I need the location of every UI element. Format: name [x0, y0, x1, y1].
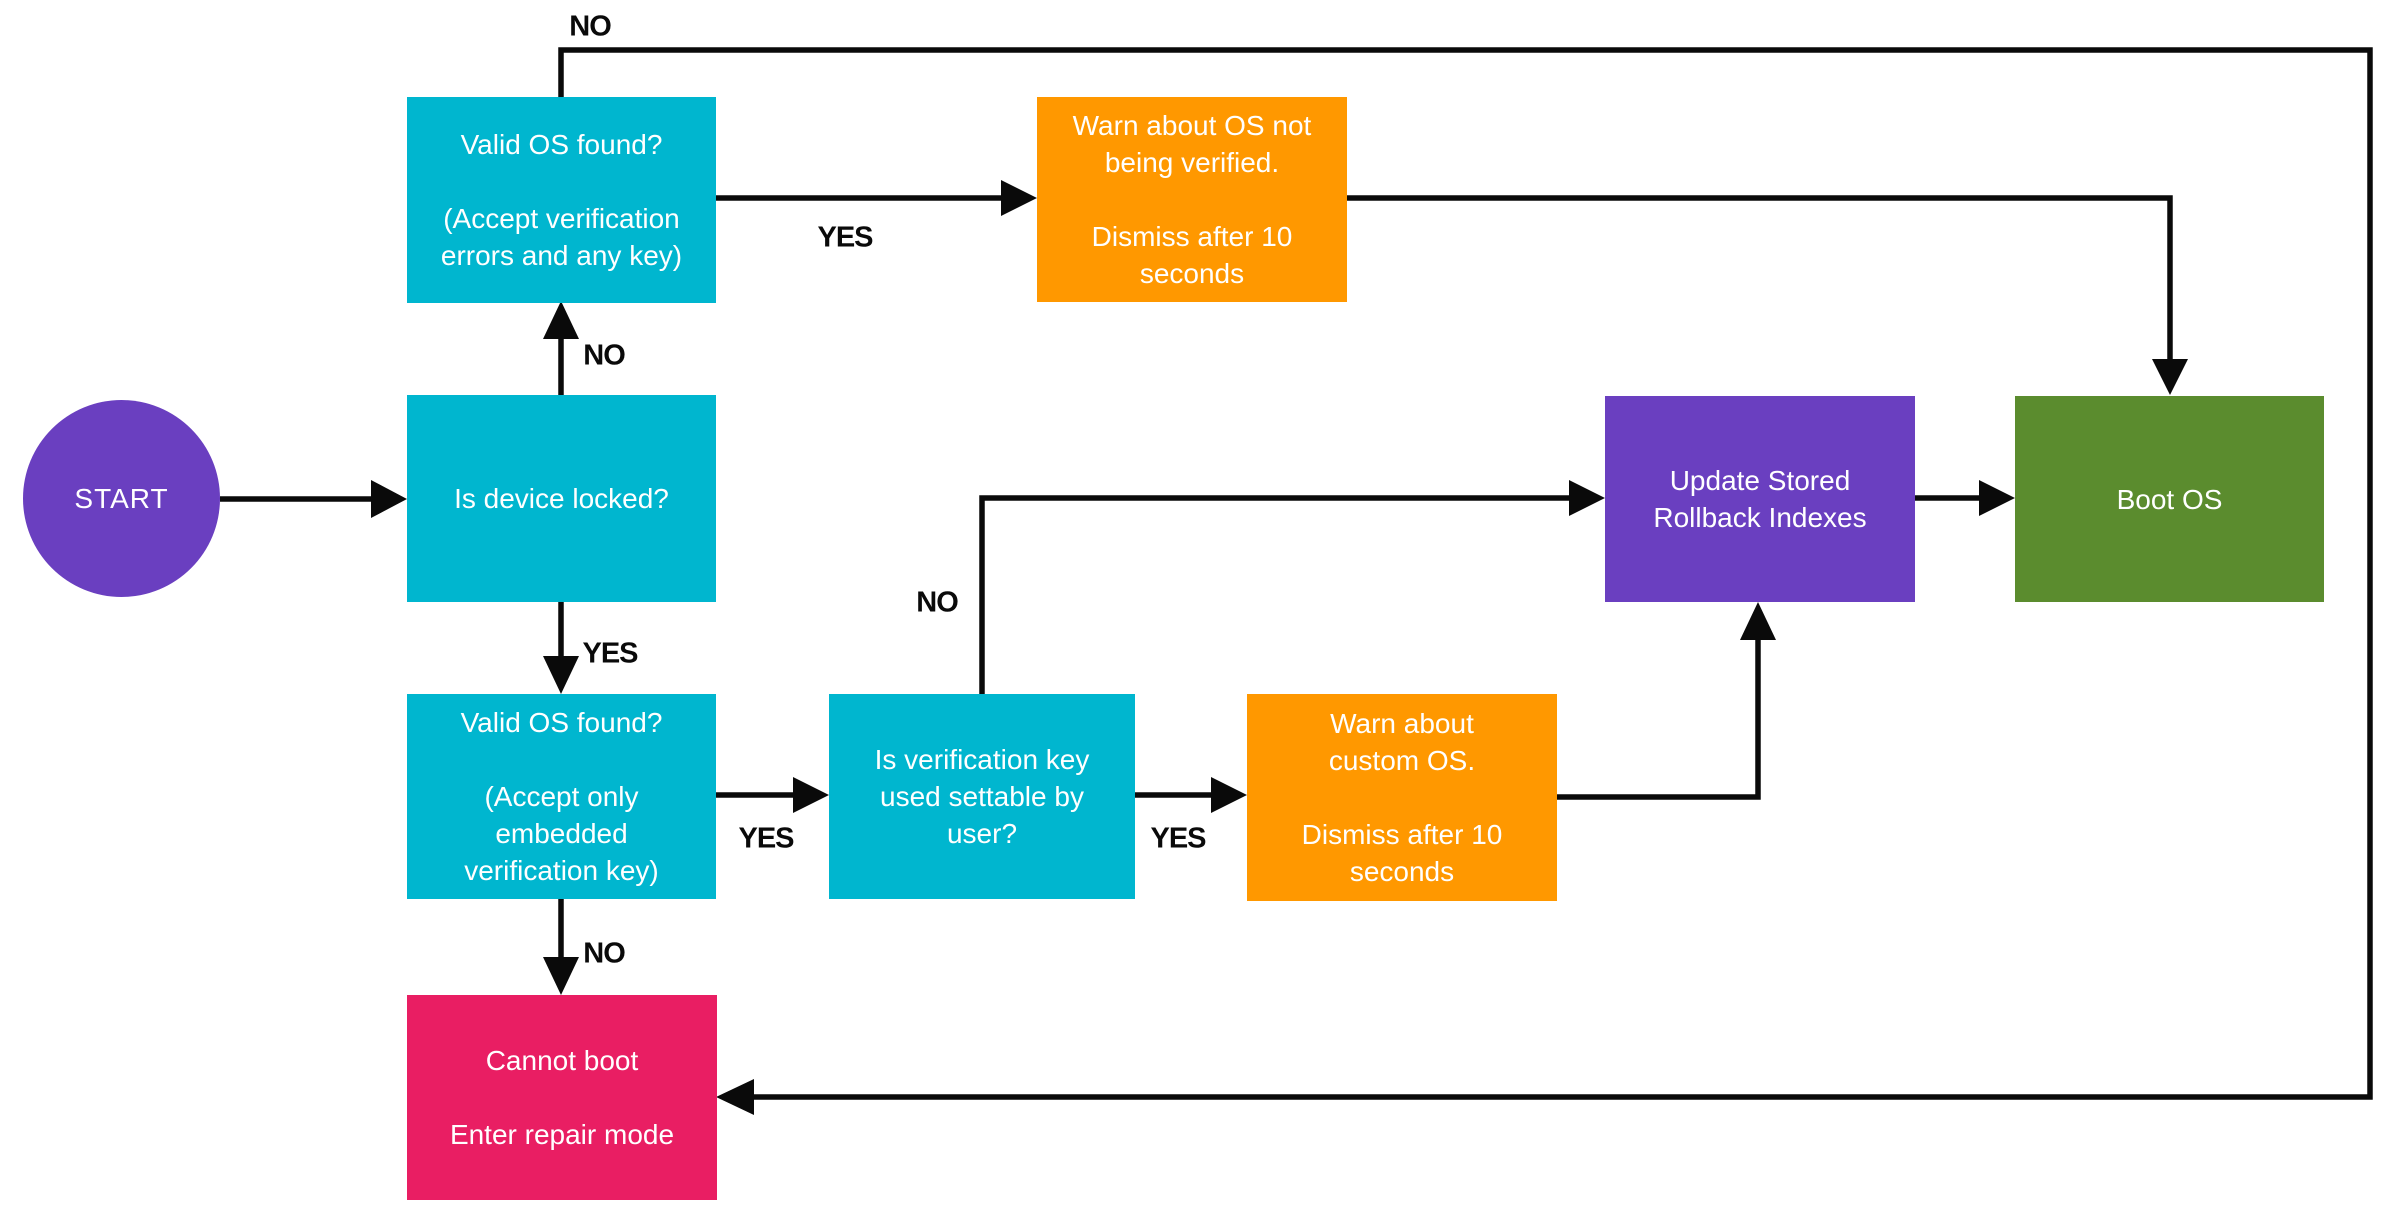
edge-label-no-verification-key: NO	[916, 586, 958, 619]
node-text-line: errors and any key)	[440, 240, 683, 271]
edge-label-yes-device-locked: YES	[582, 637, 638, 670]
edge-label-yes-valid-os-any: YES	[817, 221, 873, 254]
node-text-line: Boot OS	[2116, 483, 2223, 515]
node-text-line: Rollback Indexes	[1653, 502, 1867, 533]
arrow-valid-os-embedded-yes	[716, 777, 829, 813]
arrow-valid-os-any-yes	[716, 180, 1037, 216]
node-text-line: Dismiss after 10	[1301, 819, 1503, 850]
node-text-line: Enter repair mode	[449, 1119, 675, 1150]
node-text-line: verification key)	[464, 855, 659, 886]
arrow-rollback-to-boot	[1915, 480, 2015, 516]
node-verification-key-settable: Is verification key used settable by user?	[829, 694, 1135, 899]
edge-label-no-device-locked: NO	[583, 339, 625, 372]
node-warn-os-not-verified: Warn about OS not being verified. Dismiss …	[1037, 97, 1347, 302]
arrow-device-locked-no	[543, 301, 579, 395]
arrow-device-locked-yes	[543, 602, 579, 694]
node-text-line: being verified.	[1104, 147, 1280, 178]
node-text-line: Warn about	[1330, 708, 1474, 739]
node-text-line: Warn about OS not	[1072, 110, 1312, 141]
node-text-line: custom OS.	[1328, 745, 1476, 776]
node-text-line: (Accept verification	[443, 203, 680, 234]
arrow-warn-custom-to-rollback	[1556, 602, 1776, 800]
edge-label-yes-valid-os-embedded: YES	[738, 822, 794, 855]
node-warn-custom-os: Warn about custom OS. Dismiss after 10 seco…	[1247, 694, 1557, 901]
node-text-line: used settable by	[880, 781, 1084, 812]
node-text-line: embedded	[495, 818, 628, 849]
node-start: START	[23, 400, 220, 597]
node-text-line: user?	[946, 818, 1018, 849]
node-boot-os: Boot OS	[2015, 396, 2324, 602]
node-text-line: Cannot boot	[485, 1045, 639, 1076]
node-text-line: (Accept only	[484, 781, 639, 812]
arrow-valid-os-any-no-loop	[558, 47, 2373, 1115]
edge-label-no-valid-os-embedded: NO	[583, 937, 625, 970]
node-text-line: Is device locked?	[454, 483, 669, 514]
edge-label-no-top-loop: NO	[569, 10, 611, 43]
node-text-line: Valid OS found?	[460, 129, 663, 160]
node-text-line: Dismiss after 10	[1091, 221, 1293, 252]
node-valid-os-any-key: Valid OS found? (Accept verification error…	[407, 97, 716, 303]
node-text-line: START	[74, 483, 169, 514]
node-text-line: Update Stored	[1669, 465, 1851, 496]
node-text-line: Is verification key	[874, 744, 1090, 775]
edge-label-yes-verification-key: YES	[1150, 822, 1206, 855]
arrow-warn-not-verified-to-boot	[1345, 195, 2188, 395]
arrow-valid-os-embedded-no	[543, 899, 579, 995]
node-text-line: Valid OS found?	[460, 707, 663, 738]
arrow-verification-key-no	[979, 480, 1605, 694]
node-text-line: seconds	[1139, 258, 1245, 289]
arrow-verification-key-yes	[1135, 777, 1247, 813]
arrow-start-to-device-locked	[220, 480, 407, 518]
node-valid-os-embedded-key: Valid OS found? (Accept only embedded verif…	[407, 694, 716, 899]
node-is-device-locked: Is device locked?	[407, 395, 716, 602]
node-text-line: seconds	[1349, 856, 1455, 887]
